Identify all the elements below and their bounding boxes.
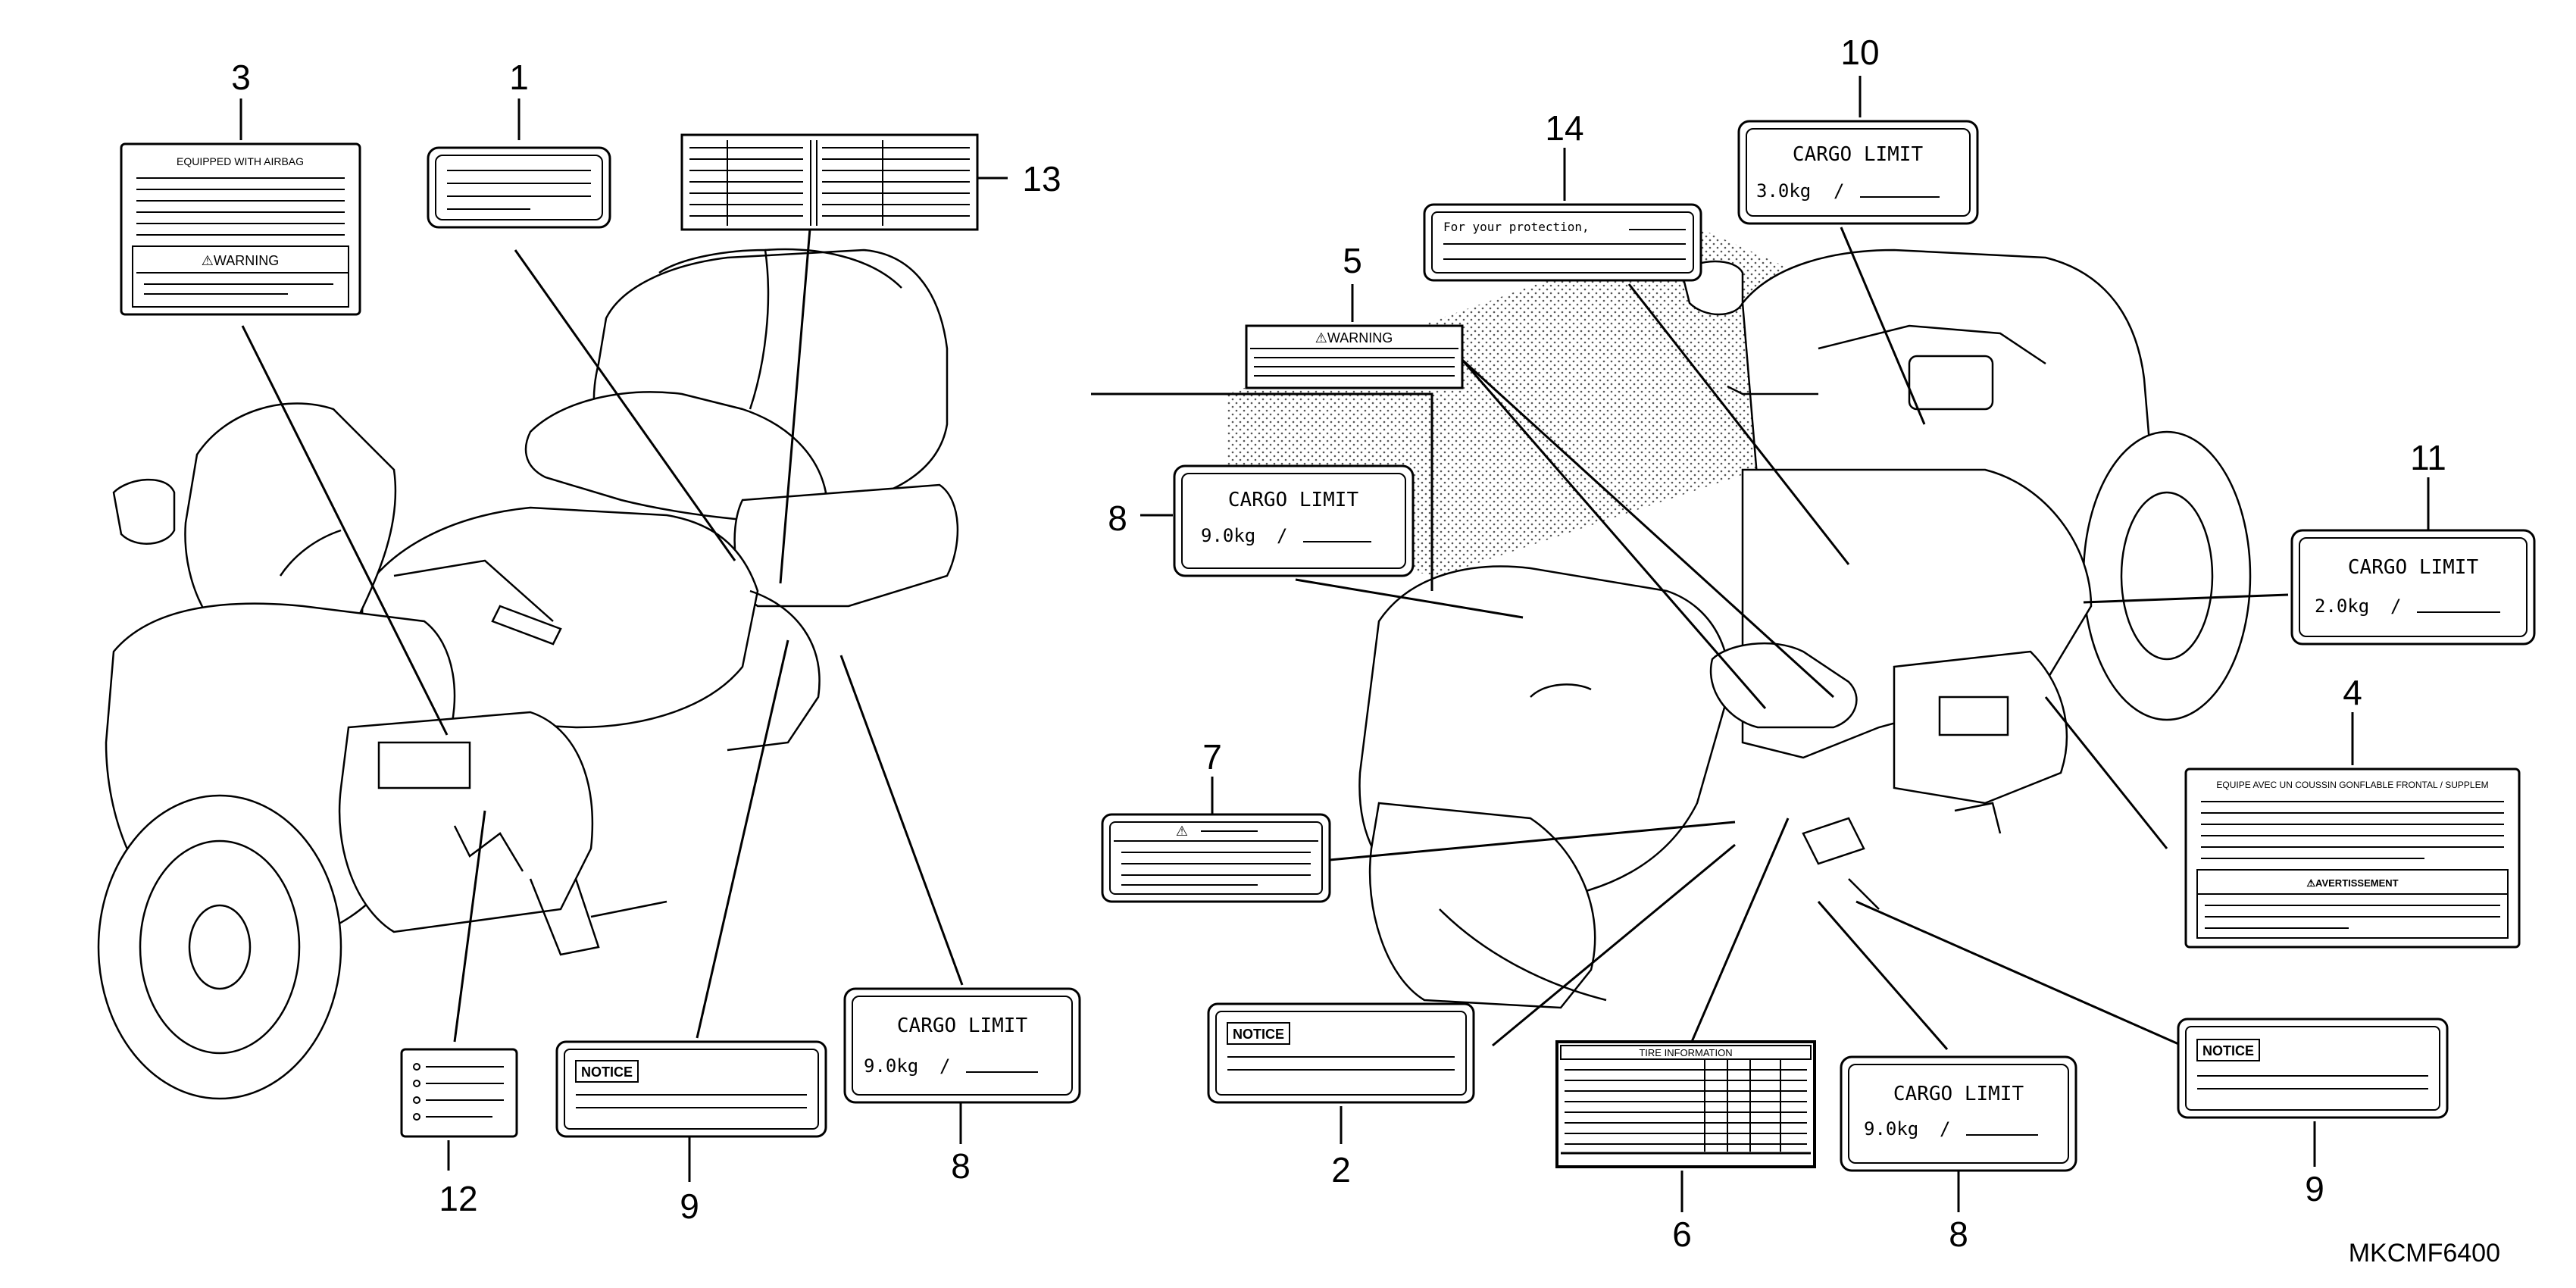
callout-9-left: 9: [680, 1186, 699, 1226]
callout-6: 6: [1672, 1215, 1692, 1254]
label-11-cargo: CARGO LIMIT 2.0kg /: [2290, 529, 2536, 646]
callout-10: 10: [1840, 33, 1879, 72]
label-3-airbag: EQUIPPED WITH AIRBAG ⚠WARNING: [120, 142, 361, 316]
label-11-slash: /: [2390, 596, 2401, 617]
figure-code: MKCMF6400: [2349, 1239, 2500, 1268]
callout-13: 13: [1022, 159, 1061, 199]
label-7-triangle: ⚠: [1176, 824, 1188, 839]
label-9-right-notice: NOTICE: [2177, 1018, 2449, 1119]
label-8-mid-title: CARGO LIMIT: [1228, 489, 1359, 511]
label-10-title: CARGO LIMIT: [1793, 143, 1924, 166]
label-8-left-cargo: CARGO LIMIT 9.0kg /: [843, 987, 1081, 1104]
label-8-mid-slash: /: [1277, 525, 1287, 546]
label-14-protection: For your protection,: [1423, 203, 1702, 282]
label-4-avertissement: ⚠AVERTISSEMENT: [2306, 877, 2398, 889]
label-4-french-airbag: EQUIPE AVEC UN COUSSIN GONFLABLE FRONTAL…: [2184, 767, 2521, 949]
label-9-left-notice-text: NOTICE: [581, 1064, 633, 1080]
callout-4: 4: [2343, 673, 2362, 712]
callout-11: 11: [2410, 438, 2446, 477]
label-5-warning-text: ⚠WARNING: [1315, 330, 1393, 345]
label-6-title: TIRE INFORMATION: [1639, 1047, 1732, 1058]
label-7: ⚠: [1101, 813, 1331, 903]
label-2-notice: NOTICE: [1207, 1002, 1475, 1104]
label-8-right-slash: /: [1940, 1118, 1950, 1140]
label-8-left-title: CARGO LIMIT: [897, 1014, 1028, 1037]
label-3-header: EQUIPPED WITH AIRBAG: [177, 155, 304, 167]
label-3-warning: ⚠WARNING: [202, 253, 279, 268]
label-8-left-slash: /: [939, 1055, 950, 1077]
callout-8-right: 8: [1949, 1215, 1968, 1254]
label-9-right-notice-text: NOTICE: [2202, 1043, 2254, 1058]
callout-8-left: 8: [951, 1146, 971, 1186]
label-4-header: EQUIPE AVEC UN COUSSIN GONFLABLE FRONTAL…: [2216, 780, 2488, 790]
callout-9-right: 9: [2305, 1169, 2324, 1208]
label-13-table: [680, 133, 979, 231]
label-11-title: CARGO LIMIT: [2348, 556, 2479, 579]
label-6-tire-info: TIRE INFORMATION: [1555, 1040, 1816, 1168]
label-8-left-value: 9.0kg: [864, 1055, 918, 1077]
callout-8-mid: 8: [1108, 499, 1127, 538]
label-12: [400, 1048, 518, 1138]
left-motorcycle-illustration: [97, 248, 959, 1100]
label-14-text: For your protection,: [1443, 220, 1590, 234]
callout-3: 3: [231, 58, 251, 97]
label-8-right-title: CARGO LIMIT: [1893, 1083, 2024, 1105]
callout-12: 12: [439, 1179, 477, 1218]
label-10-value: 3.0kg: [1756, 180, 1811, 202]
label-8-mid-value: 9.0kg: [1201, 525, 1255, 546]
callout-numbers: 3 1 13 12 9 8 14 10 5 8 11 4 7 2 6 8 9: [231, 33, 2446, 1254]
callout-5: 5: [1343, 241, 1362, 280]
label-1: [427, 146, 611, 229]
callout-1: 1: [509, 58, 529, 97]
label-10-cargo: CARGO LIMIT 3.0kg /: [1737, 120, 1979, 225]
leader-lines: [239, 76, 2430, 1212]
label-8-right-cargo: CARGO LIMIT 9.0kg /: [1840, 1055, 2077, 1172]
callout-2: 2: [1331, 1150, 1351, 1190]
callout-7: 7: [1202, 737, 1222, 777]
label-2-notice-text: NOTICE: [1233, 1027, 1284, 1042]
label-9-left-notice: NOTICE: [555, 1040, 827, 1138]
callout-14: 14: [1545, 108, 1583, 148]
label-10-slash: /: [1834, 180, 1844, 202]
label-11-value: 2.0kg: [2315, 596, 2369, 617]
label-8-mid-cargo: CARGO LIMIT 9.0kg /: [1173, 464, 1415, 577]
label-5-warning: ⚠WARNING: [1245, 324, 1464, 389]
label-8-right-value: 9.0kg: [1864, 1118, 1918, 1140]
